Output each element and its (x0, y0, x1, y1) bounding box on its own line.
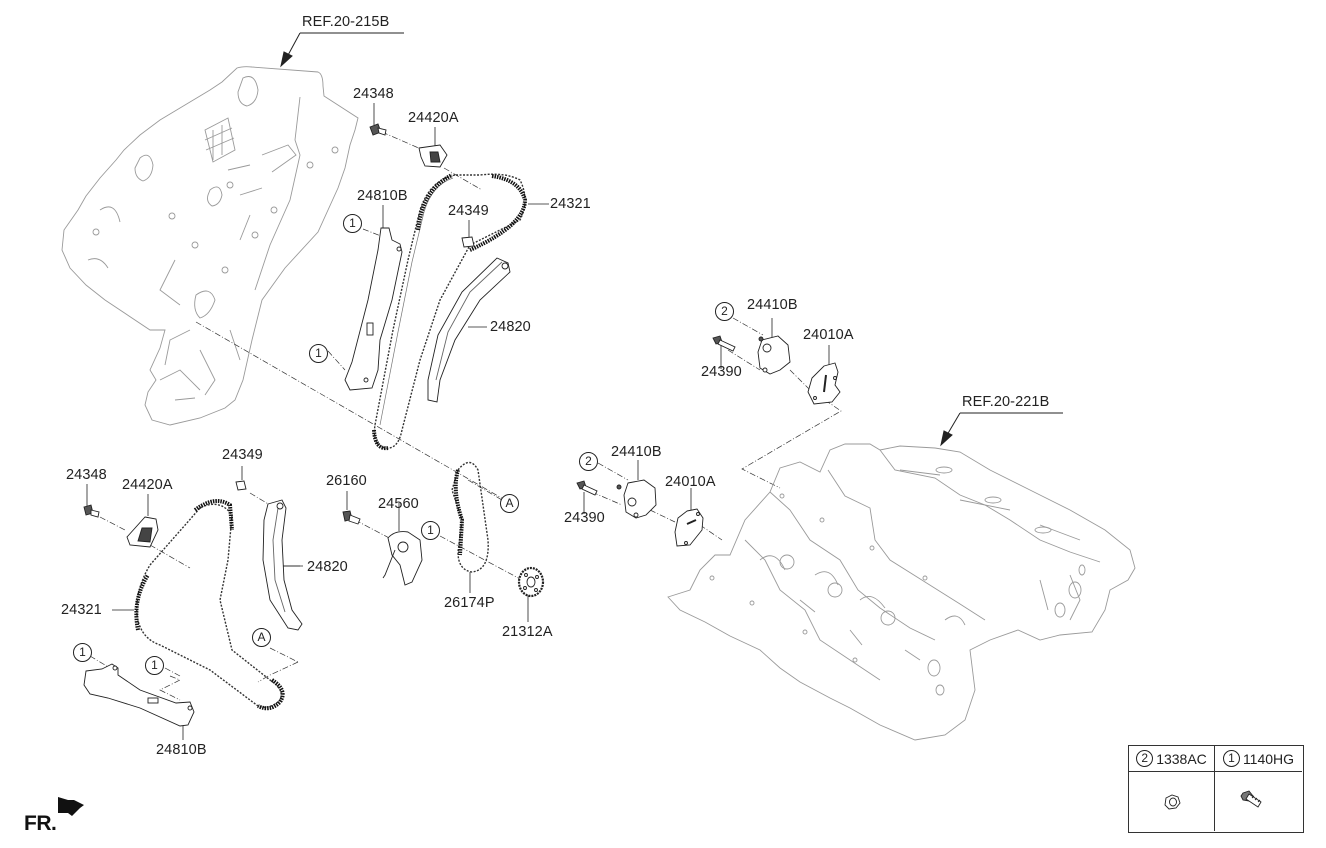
marker-A-lower-bank: A (252, 628, 271, 647)
tensioner-24410B-upper[interactable] (757, 335, 791, 375)
legend-number-2: 2 (1136, 750, 1154, 767)
gasket-24010A-lower[interactable] (674, 508, 704, 547)
label-24410B-lower[interactable]: 24410B (611, 444, 662, 460)
label-24420A-upper[interactable]: 24420A (408, 110, 459, 126)
chain-guide-24820-lower[interactable] (262, 499, 303, 631)
label-24321-upper[interactable]: 24321 (550, 196, 591, 212)
legend-cell-bolt[interactable] (1215, 772, 1302, 831)
legend-part-1140HG[interactable]: 1140HG (1242, 750, 1295, 767)
callout-2-right-lower: 2 (579, 452, 598, 471)
ref-label-front-cover[interactable]: REF.20-215B (302, 14, 390, 30)
upper-bank-centerlines (195, 131, 506, 501)
label-24349-upper[interactable]: 24349 (448, 203, 489, 219)
right-upper-centerlines (727, 317, 842, 489)
label-24390-upper[interactable]: 24390 (701, 364, 742, 380)
ref-leader-cylinder-block (940, 412, 1063, 447)
right-upper-leaders (720, 318, 830, 369)
guide-bracket-24420A-upper[interactable] (418, 144, 448, 168)
label-24348-lower[interactable]: 24348 (66, 467, 107, 483)
flange-bolt-icon (1240, 790, 1262, 808)
right-lower-leaders (583, 460, 692, 514)
callout-1-oil-pump: 1 (421, 521, 440, 540)
upper-bank-leaders (373, 103, 549, 328)
tensioner-arm-24810B-lower[interactable] (83, 663, 195, 727)
chain-guide-24820-upper[interactable] (427, 257, 511, 403)
label-21312A[interactable]: 21312A (502, 624, 553, 640)
chain-tensioner-24560[interactable] (382, 531, 423, 586)
lower-bank-centerlines (89, 492, 299, 701)
bolt-24348-lower[interactable] (83, 504, 100, 518)
bolt-26160[interactable] (342, 510, 361, 525)
oil-pump-sprocket-21312A[interactable] (517, 566, 545, 598)
tensioner-24410B-lower[interactable] (616, 479, 657, 519)
label-24321-lower[interactable]: 24321 (61, 602, 102, 618)
label-24810B-upper[interactable]: 24810B (357, 188, 408, 204)
label-24560[interactable]: 24560 (378, 496, 419, 512)
legend-header-nut: 2 1338AC (1129, 746, 1215, 772)
legend-part-1338AC[interactable]: 1338AC (1156, 750, 1207, 767)
gasket-24010A-upper[interactable] (807, 362, 841, 405)
guide-bolt-24349-lower[interactable] (235, 480, 247, 491)
label-24349-lower[interactable]: 24349 (222, 447, 263, 463)
label-24410B-upper[interactable]: 24410B (747, 297, 798, 313)
legend-header-bolt: 1 1140HG (1215, 746, 1302, 772)
guide-bracket-24420A-lower[interactable] (126, 516, 159, 548)
front-cover-outline[interactable] (61, 66, 359, 426)
callout-2-right-upper: 2 (715, 302, 734, 321)
label-24010A-upper[interactable]: 24010A (803, 327, 854, 343)
bolt-24390-lower[interactable] (576, 480, 598, 496)
ref-label-cylinder-block[interactable]: REF.20-221B (962, 394, 1050, 410)
label-24420A-lower[interactable]: 24420A (122, 477, 173, 493)
ref-leader-front-cover (280, 32, 404, 68)
label-24820-upper[interactable]: 24820 (490, 319, 531, 335)
cylinder-block-outline[interactable] (667, 443, 1136, 741)
label-24810B-lower[interactable]: 24810B (156, 742, 207, 758)
callout-1-upper-a: 1 (343, 214, 362, 233)
label-24820-lower[interactable]: 24820 (307, 559, 348, 575)
label-26160[interactable]: 26160 (326, 473, 367, 489)
flange-nut-icon (1164, 794, 1181, 810)
label-24390-lower[interactable]: 24390 (564, 510, 605, 526)
front-direction-arrow-icon (58, 797, 84, 816)
legend-cell-nut[interactable] (1129, 772, 1215, 831)
callout-1-lower-a: 1 (73, 643, 92, 662)
callout-1-upper-b: 1 (309, 344, 328, 363)
legend-number-1: 1 (1222, 750, 1240, 767)
label-24010A-lower[interactable]: 24010A (665, 474, 716, 490)
label-26174P[interactable]: 26174P (444, 595, 495, 611)
guide-bolt-24349-upper[interactable] (461, 236, 475, 248)
label-24348-upper[interactable]: 24348 (353, 86, 394, 102)
marker-A-oil-pump: A (500, 494, 519, 513)
front-orientation-label: FR. (24, 812, 57, 835)
timing-chain-24321-lower[interactable] (134, 499, 285, 711)
oil-pump-chain-26174P[interactable] (451, 461, 489, 573)
bolt-24348-upper[interactable] (369, 123, 387, 136)
callout-1-lower-b: 1 (145, 656, 164, 675)
tensioner-arm-24810B-upper[interactable] (344, 227, 403, 391)
timing-chain-24321-upper[interactable] (372, 173, 528, 451)
right-lower-centerlines (591, 462, 723, 541)
fastener-legend-table: 2 1338AC 1 1140HG (1128, 745, 1304, 833)
bolt-24390-upper[interactable] (712, 335, 736, 352)
